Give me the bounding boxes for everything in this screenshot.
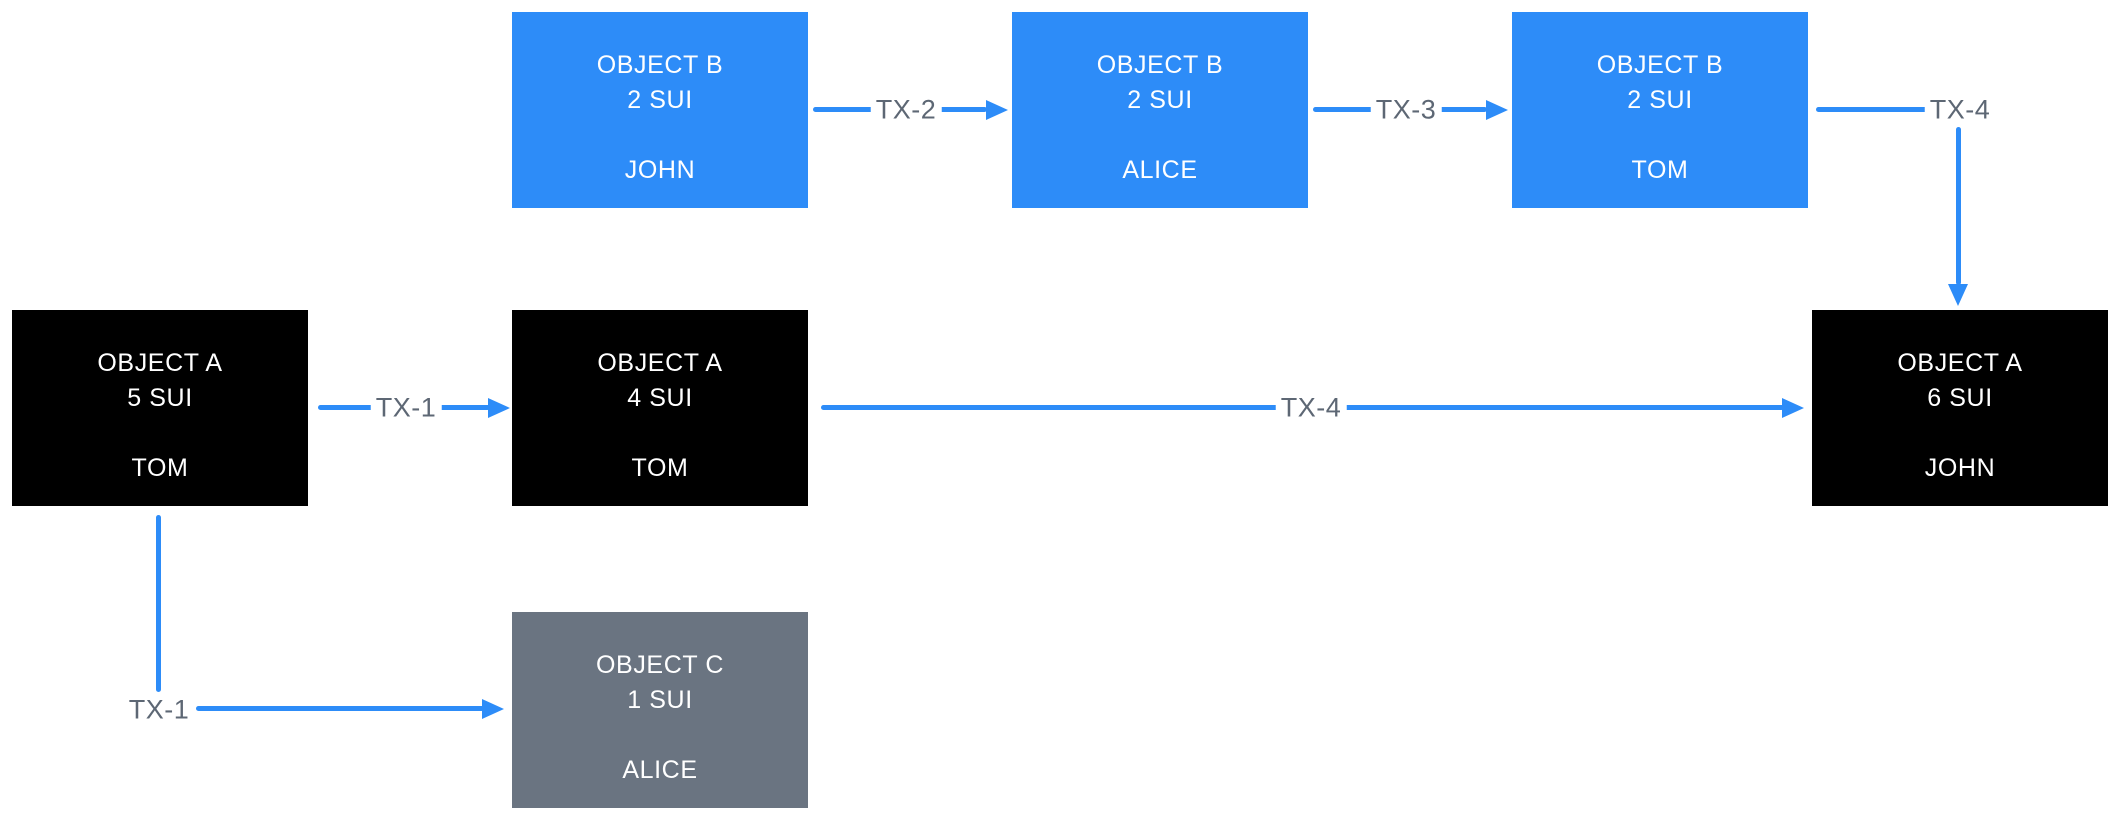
- node-owner: ALICE: [1122, 156, 1198, 184]
- node-object-b-alice: OBJECT B 2 SUI ALICE: [1012, 12, 1308, 208]
- edge-tx2-label: TX-2: [870, 94, 942, 126]
- node-object-a-6-john: OBJECT A 6 SUI JOHN: [1812, 310, 2108, 506]
- node-title: OBJECT B: [1596, 51, 1724, 79]
- edge-tx1-bottom-hline: [196, 706, 484, 711]
- edge-tx1-bottom-label: TX-1: [123, 694, 195, 726]
- edge-tx4-long-label: TX-4: [1275, 392, 1347, 424]
- node-owner: ALICE: [622, 756, 698, 784]
- edge-tx3-label: TX-3: [1370, 94, 1442, 126]
- node-title: OBJECT A: [97, 349, 223, 377]
- node-owner: TOM: [631, 454, 689, 482]
- edge-tx4-top-label: TX-4: [1924, 94, 1996, 126]
- edge-tx1-mid-label: TX-1: [370, 392, 442, 424]
- node-object-b-tom: OBJECT B 2 SUI TOM: [1512, 12, 1808, 208]
- edge-tx4-top-vline: [1956, 127, 1961, 285]
- node-amount: 2 SUI: [1127, 86, 1193, 114]
- edge-tx1-mid-arrowhead-icon: [488, 398, 510, 418]
- node-amount: 6 SUI: [1927, 384, 1993, 412]
- edge-tx4-top-hline: [1816, 107, 1928, 112]
- edge-tx3-arrowhead-icon: [1486, 100, 1508, 120]
- edge-tx1-bottom-arrowhead-icon: [482, 699, 504, 719]
- edge-tx4-long-arrowhead-icon: [1782, 398, 1804, 418]
- node-title: OBJECT B: [596, 51, 724, 79]
- edge-tx1-bottom-vline: [156, 515, 161, 692]
- node-amount: 2 SUI: [627, 86, 693, 114]
- node-owner: TOM: [131, 454, 189, 482]
- node-title: OBJECT A: [1897, 349, 2023, 377]
- node-object-c-1-alice: OBJECT C 1 SUI ALICE: [512, 612, 808, 808]
- node-title: OBJECT B: [1096, 51, 1224, 79]
- node-owner: TOM: [1631, 156, 1689, 184]
- node-owner: JOHN: [624, 156, 696, 184]
- node-owner: JOHN: [1924, 454, 1996, 482]
- node-object-a-4-tom: OBJECT A 4 SUI TOM: [512, 310, 808, 506]
- node-amount: 5 SUI: [127, 384, 193, 412]
- node-object-b-john: OBJECT B 2 SUI JOHN: [512, 12, 808, 208]
- node-amount: 1 SUI: [627, 686, 693, 714]
- edge-tx2-arrowhead-icon: [986, 100, 1008, 120]
- node-title: OBJECT A: [597, 349, 723, 377]
- node-amount: 4 SUI: [627, 384, 693, 412]
- edge-tx4-top-arrowhead-icon: [1948, 284, 1968, 306]
- node-amount: 2 SUI: [1627, 86, 1693, 114]
- node-title: OBJECT C: [596, 651, 724, 679]
- node-object-a-5-tom: OBJECT A 5 SUI TOM: [12, 310, 308, 506]
